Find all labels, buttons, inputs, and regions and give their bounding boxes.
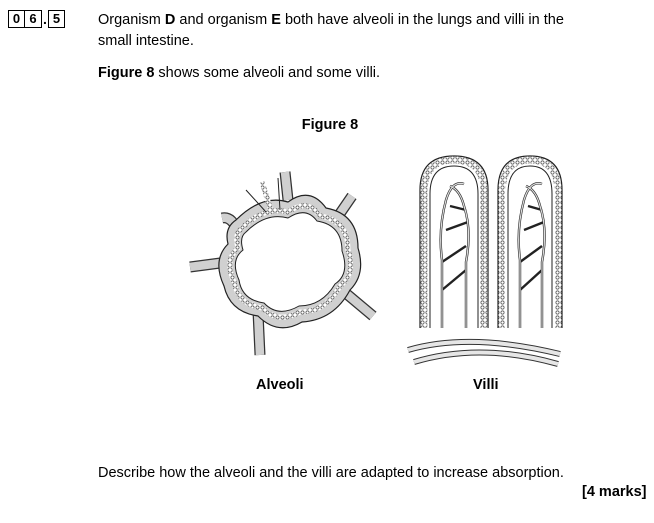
marks-label: [4 marks] — [582, 484, 647, 500]
intro-suffix: both have alveoli in the lungs and villi… — [280, 12, 564, 28]
intro-middle: and organism — [175, 12, 272, 28]
question-part-box: 5 — [48, 10, 65, 28]
organism-e: E — [271, 12, 281, 28]
villus-left — [419, 155, 489, 328]
alveoli-air-space — [234, 212, 346, 312]
question-number: 0 6 . 5 — [8, 10, 65, 28]
figure-reference: Figure 8 shows some alveoli and some vil… — [98, 63, 380, 83]
question-digit-box: 6 — [25, 10, 42, 28]
intro-prefix: Organism — [98, 12, 165, 28]
villi-diagram — [407, 155, 563, 367]
label-alveoli: Alveoli — [256, 377, 304, 393]
organism-d: D — [164, 12, 176, 28]
villus-right — [497, 155, 563, 328]
question-digit-box: 0 — [8, 10, 25, 28]
label-villi: Villi — [473, 377, 499, 393]
question-separator: . — [43, 11, 47, 27]
question-intro-line2: small intestine. — [98, 33, 194, 49]
alveoli-diagram — [189, 171, 377, 356]
question-prompt: Describe how the alveoli and the villi a… — [98, 465, 564, 481]
figure-ref-text: shows some alveoli and some villi. — [154, 65, 381, 81]
figure-ref-name: Figure 8 — [98, 65, 155, 81]
question-intro: Organism D and organism E both have alve… — [98, 10, 564, 30]
alveoli-epithelium — [227, 203, 354, 320]
figure-illustration — [189, 155, 563, 367]
figure-title: Figure 8 — [301, 117, 359, 133]
